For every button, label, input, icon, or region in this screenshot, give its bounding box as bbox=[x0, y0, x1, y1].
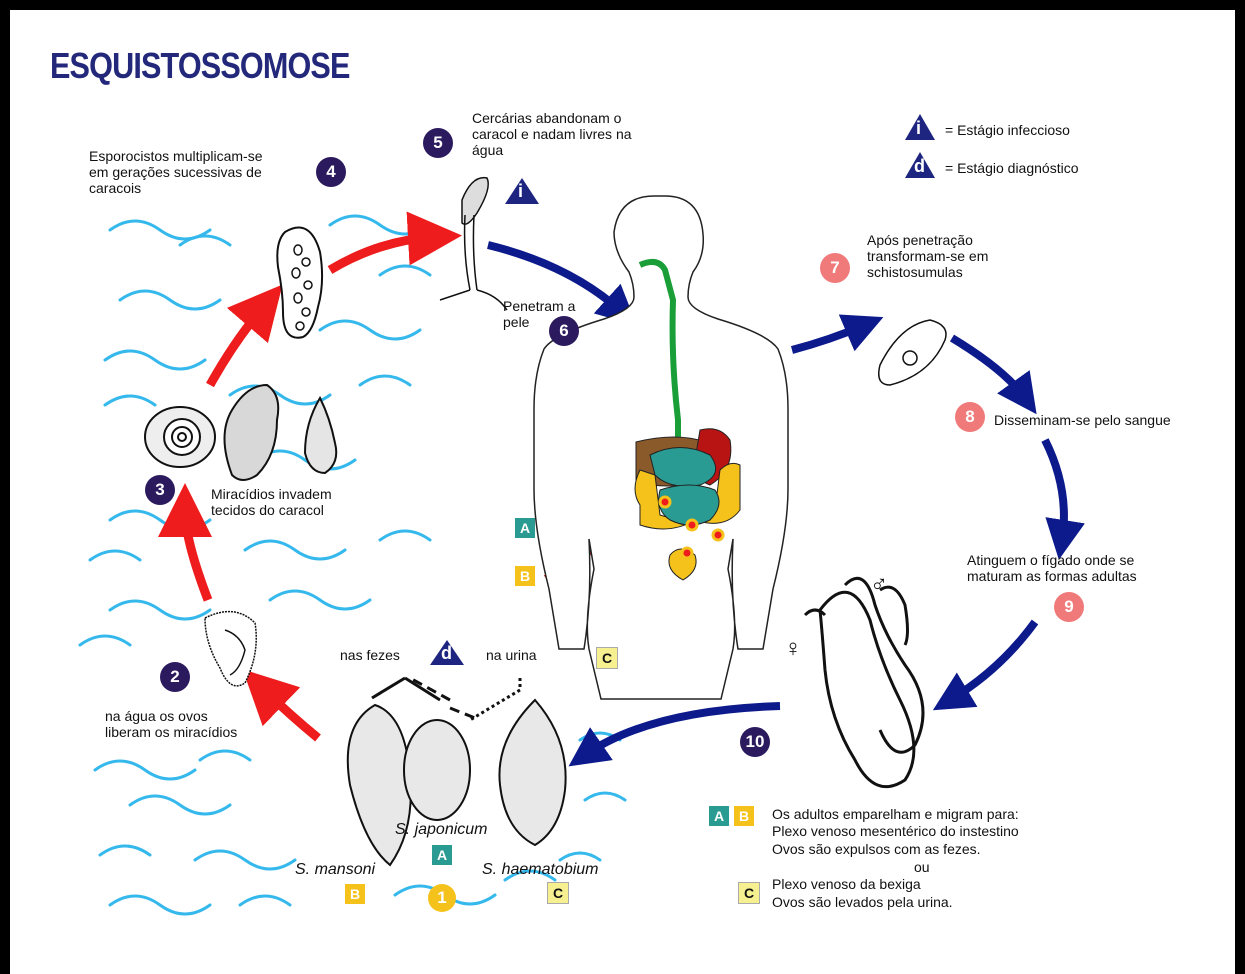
caption-step-8: Disseminam-se pelo sangue bbox=[994, 412, 1171, 428]
step-7-marker: 7 bbox=[820, 253, 850, 283]
note-or: ou bbox=[914, 859, 930, 875]
schistosomulum bbox=[879, 320, 946, 385]
diagnostic-stage-symbol: d bbox=[914, 156, 925, 177]
legend-infectious-label: = Estágio infeccioso bbox=[945, 122, 1070, 138]
site-box-b: B bbox=[515, 566, 535, 586]
male-symbol: ♂ bbox=[870, 572, 888, 598]
caption-step-4: Esporocistos multiplicam-se em gerações … bbox=[89, 148, 263, 196]
step-4-marker: 4 bbox=[316, 157, 346, 187]
step-2-marker: 2 bbox=[160, 662, 190, 692]
step-9-marker: 9 bbox=[1054, 592, 1084, 622]
legend-diagnostic-label: = Estágio diagnóstico bbox=[945, 160, 1078, 176]
egg-diagnostic-symbol: d bbox=[441, 643, 452, 664]
note-c-line-1: Plexo venoso da bexiga bbox=[772, 876, 921, 892]
caption-urine: na urina bbox=[486, 647, 537, 663]
caption-feces: nas fezes bbox=[340, 647, 400, 663]
caption-step-2: na água os ovos liberam os miracídios bbox=[105, 708, 237, 740]
note-box-c: C bbox=[738, 882, 760, 904]
caption-step-9: Atinguem o fígado onde se maturam as for… bbox=[967, 552, 1137, 584]
page-title: ESQUISTOSSOMOSE bbox=[50, 45, 350, 87]
eggs bbox=[348, 700, 566, 865]
note-ab-line-1: Os adultos emparelham e migram para: bbox=[772, 806, 1019, 822]
step-1-marker: 1 bbox=[428, 884, 456, 912]
egg-pointer-lines bbox=[372, 678, 520, 720]
caption-step-6: Penetram a pele bbox=[503, 298, 575, 330]
note-box-b: B bbox=[734, 806, 754, 826]
sporocyst bbox=[277, 228, 322, 338]
species-haematobium-box-c: C bbox=[547, 882, 569, 904]
caption-step-5: Cercárias abandonam o caracol e nadam li… bbox=[472, 110, 632, 158]
step-5-marker: 5 bbox=[423, 128, 453, 158]
snails bbox=[145, 385, 336, 480]
step-8-marker: 8 bbox=[955, 402, 985, 432]
miracidium bbox=[205, 612, 256, 686]
note-ab-line-3: Ovos são expulsos com as fezes. bbox=[772, 841, 981, 857]
cercaria-infectious-symbol: i bbox=[518, 181, 523, 202]
caption-step-7: Após penetração transformam-se em schist… bbox=[867, 232, 988, 280]
caption-step-3: Miracídios invadem tecidos do caracol bbox=[211, 486, 332, 518]
adult-worms bbox=[805, 578, 923, 786]
note-box-a: A bbox=[709, 806, 729, 826]
species-haematobium-label: S. haematobium bbox=[482, 862, 599, 878]
species-mansoni-box-b: B bbox=[345, 884, 365, 904]
note-c-line-2: Ovos são levados pela urina. bbox=[772, 894, 953, 910]
step-3-marker: 3 bbox=[145, 475, 175, 505]
species-japonicum-label: S. japonicum bbox=[395, 822, 488, 838]
species-mansoni-label: S. mansoni bbox=[295, 862, 375, 878]
site-box-a: A bbox=[515, 518, 535, 538]
infectious-stage-symbol: i bbox=[916, 118, 921, 139]
site-box-c: C bbox=[596, 647, 618, 669]
female-symbol: ♀ bbox=[784, 636, 802, 662]
note-ab-line-2: Plexo venoso mesentérico do instestino bbox=[772, 823, 1019, 839]
species-japonicum-box-a: A bbox=[432, 845, 452, 865]
step-10-marker: 10 bbox=[740, 727, 770, 757]
